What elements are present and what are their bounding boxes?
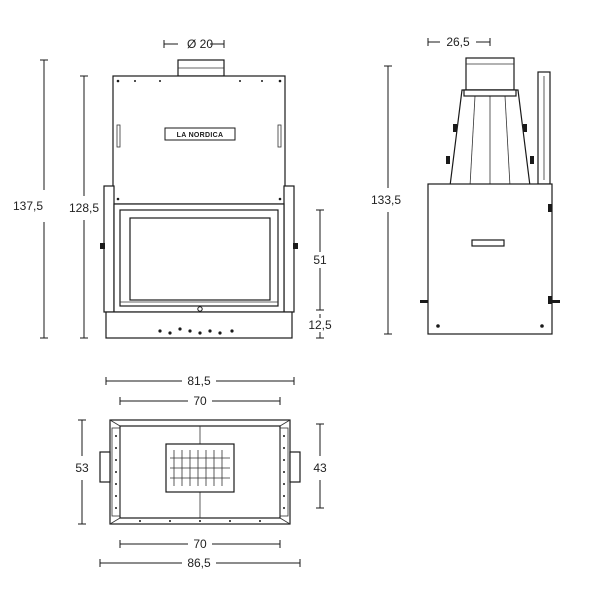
flue-diameter-label: Ø 20 — [187, 37, 213, 51]
inner-width-bottom-label: 70 — [193, 537, 207, 551]
brand-logo-text: LA NORDICA — [177, 132, 224, 139]
total-height-label: 137,5 — [13, 199, 43, 213]
glass-height-label: 51 — [313, 253, 327, 267]
side-handle-slot — [471, 239, 505, 247]
outer-width-top-label: 81,5 — [187, 374, 211, 388]
side-main-box — [427, 183, 553, 335]
side-total-height-label: 133,5 — [371, 193, 401, 207]
depth-left-label: 53 — [75, 461, 89, 475]
depth-right-label: 43 — [313, 461, 327, 475]
top-dimensions: 81,5 70 53 43 70 86,5 — [75, 374, 327, 570]
top-left-handle — [99, 451, 111, 483]
inner-width-top-label: 70 — [193, 394, 207, 408]
top-view — [99, 419, 301, 525]
front-view: LA NORDICA — [100, 59, 298, 339]
side-dimensions: 26,5 133,5 — [371, 35, 491, 335]
side-flue-pipe — [465, 57, 515, 91]
front-dimensions: Ø 20 137,5 128,5 51 12,5 — [13, 37, 332, 339]
left-side-panel — [103, 185, 115, 313]
flue-depth-label: 26,5 — [446, 35, 470, 49]
top-right-handle — [289, 451, 301, 483]
brand-logo: LA NORDICA — [164, 127, 236, 141]
door-handle-knob — [197, 306, 203, 312]
base-height-label: 12,5 — [308, 318, 332, 332]
body-height-label: 128,5 — [69, 201, 99, 215]
glass-panel — [129, 217, 271, 301]
right-side-panel — [283, 185, 295, 313]
side-view — [420, 57, 560, 335]
outer-width-bottom-label: 86,5 — [187, 556, 211, 570]
